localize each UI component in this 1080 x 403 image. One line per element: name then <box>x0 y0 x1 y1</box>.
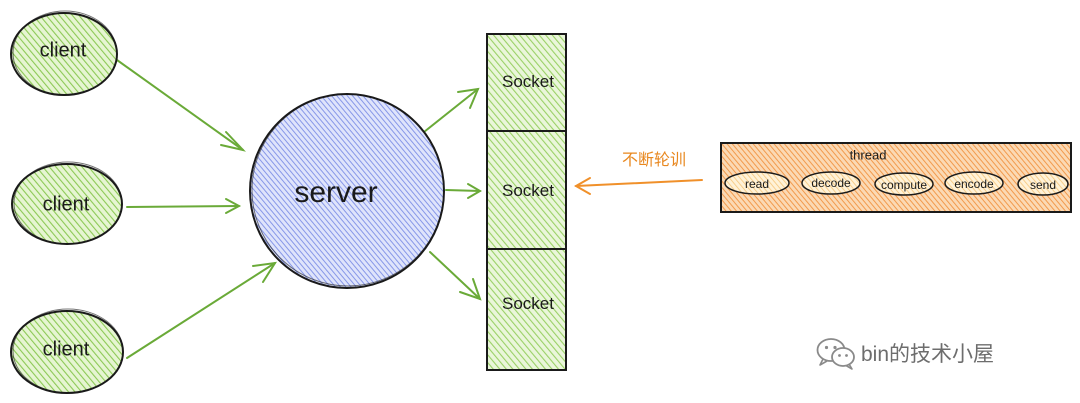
client-label: client <box>42 338 90 361</box>
poll-label: 不断轮训 <box>621 152 687 169</box>
client-label: client <box>39 39 87 62</box>
thread-step <box>874 172 934 196</box>
watermark-text: bin的技术小屋 <box>861 343 995 366</box>
step-label: read <box>744 177 770 191</box>
server-label: server <box>294 176 378 209</box>
server-to-socket-arrow <box>445 183 482 199</box>
step-label: compute <box>880 178 928 192</box>
socket-label: Socket <box>502 294 554 313</box>
watermark: bin的技术小屋 <box>815 336 994 370</box>
client-to-server-arrow <box>116 59 246 152</box>
thread-step <box>801 171 861 195</box>
thread-step <box>724 171 790 195</box>
client-node <box>10 308 124 394</box>
thread-title: thread <box>849 147 887 163</box>
polling-arrow <box>573 177 703 195</box>
step-label: decode <box>811 176 851 190</box>
socket-label: Socket <box>502 72 554 91</box>
step-label: encode <box>954 177 994 191</box>
server-to-socket-arrow <box>429 251 482 301</box>
socket-stack <box>486 33 567 371</box>
socket-label: Socket <box>502 181 554 200</box>
server-node <box>249 93 445 289</box>
thread-step <box>944 171 1004 195</box>
thread-step <box>1017 172 1069 196</box>
client-to-server-arrow <box>126 261 277 359</box>
wechat-icon <box>816 338 855 370</box>
client-to-server-arrow <box>126 198 242 214</box>
server-to-socket-arrow <box>423 87 480 133</box>
client-node <box>10 10 118 96</box>
client-node <box>11 161 123 245</box>
step-label: send <box>1029 178 1057 192</box>
client-label: client <box>42 193 90 216</box>
